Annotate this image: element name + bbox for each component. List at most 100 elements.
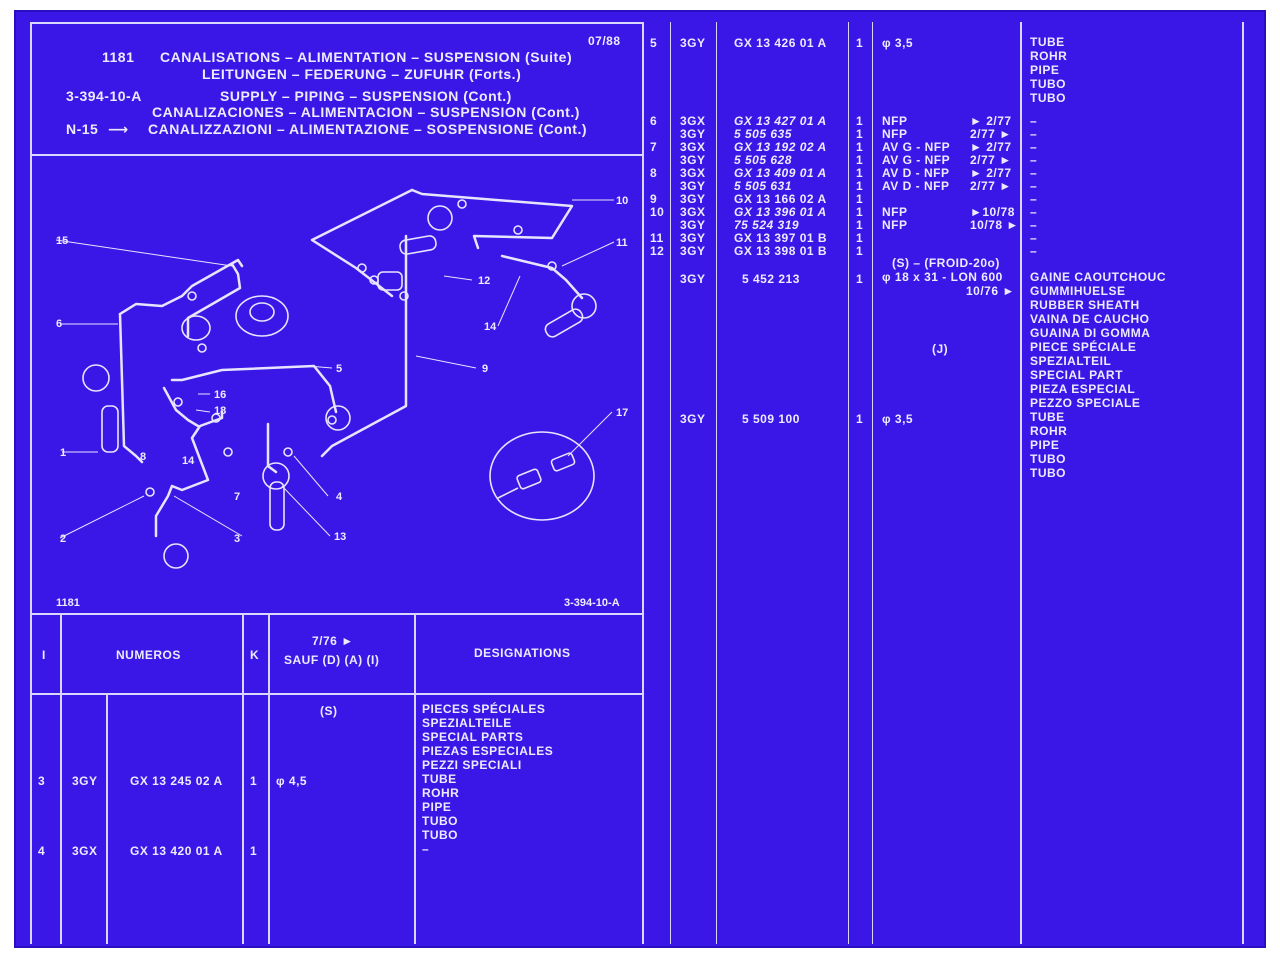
piece-desig-de: SPEZIALTEIL xyxy=(1030,354,1112,368)
item-number: 5 505 628 xyxy=(734,153,792,167)
col-line-e xyxy=(414,613,416,944)
item-prefix: 3GY xyxy=(680,218,706,232)
pieces-it: PEZZI SPECIALI xyxy=(422,758,522,772)
parts-sheet: 1181 CANALISATIONS – ALIMENTATION – SUSP… xyxy=(14,10,1266,948)
row4-index: 4 xyxy=(38,844,46,858)
gaine-spec: φ 18 x 31 - LON 600 xyxy=(882,270,1003,284)
ref-code: 3-394-10-A xyxy=(66,88,142,104)
last-desig-fr: TUBE xyxy=(1030,410,1065,424)
cylinder-top xyxy=(399,235,437,255)
callout-9: 9 xyxy=(482,363,488,375)
sphere-bottom xyxy=(163,543,189,569)
item-qty: 1 xyxy=(856,218,864,232)
item-prefix: 3GX xyxy=(680,114,706,128)
row5-desig-it: TUBO xyxy=(1030,91,1066,105)
item-desig: – xyxy=(1030,166,1038,180)
item-date: ► 2/77 xyxy=(970,114,1012,128)
item-date: 10/78 ► xyxy=(970,218,1019,232)
valve-body xyxy=(181,315,211,341)
item-date: 2/77 ► xyxy=(970,179,1012,193)
header-divider xyxy=(30,154,642,156)
item-number: GX 13 192 02 A xyxy=(734,140,827,154)
item-note: AV D - NFP xyxy=(882,166,950,180)
gaine-s-note: (S) – (FROID-20o) xyxy=(892,256,1000,270)
gaine-date: 10/76 ► xyxy=(966,284,1015,298)
cylinder-right xyxy=(544,308,584,338)
col-date-header: 7/76 ► xyxy=(312,634,354,648)
item-note: NFP xyxy=(882,205,908,219)
item-note: NFP xyxy=(882,218,908,232)
item-qty: 1 xyxy=(856,153,864,167)
sphere-mid xyxy=(325,405,351,431)
gaine-qty: 1 xyxy=(856,272,864,286)
right-col-line-2 xyxy=(716,22,717,944)
title-it: CANALIZZAZIONI – ALIMENTAZIONE – SOSPENS… xyxy=(148,121,587,137)
callout-17: 17 xyxy=(616,407,628,419)
sphere-top-right xyxy=(427,205,453,231)
item-number: 5 505 631 xyxy=(734,179,792,193)
sphere-left xyxy=(82,364,110,392)
tube-en: PIPE xyxy=(422,800,452,814)
right-col-line-3 xyxy=(848,22,849,944)
callout-11: 11 xyxy=(616,237,628,249)
row3-number: GX 13 245 02 A xyxy=(130,774,223,788)
item-desig: – xyxy=(1030,192,1038,206)
col-designations-header: DESIGNATIONS xyxy=(474,646,571,660)
left-panel-left-border xyxy=(30,22,32,944)
pipe-5 xyxy=(170,364,338,414)
pipe-short-8 xyxy=(162,386,200,428)
item-date: ►10/78 xyxy=(970,205,1015,219)
item-desig: – xyxy=(1030,140,1038,154)
j-marker: (J) xyxy=(932,342,949,356)
last-spec: φ 3,5 xyxy=(882,412,914,426)
item-prefix: 3GY xyxy=(680,127,706,141)
diagram-bottom-divider xyxy=(30,613,642,615)
col-index-header: I xyxy=(42,648,46,662)
gaine-desig-es: VAINA DE CAUCHO xyxy=(1030,312,1150,326)
callout-15: 16 xyxy=(214,389,226,401)
detail-17-union xyxy=(516,468,542,490)
regulator xyxy=(235,295,289,337)
sub-code: N-15 xyxy=(66,121,99,137)
item-desig: – xyxy=(1030,231,1038,245)
item-index: 6 xyxy=(650,114,658,128)
left-panel-top-border xyxy=(30,22,642,24)
item-number: GX 13 427 01 A xyxy=(734,114,827,128)
piece-desig-en: SPECIAL PART xyxy=(1030,368,1123,382)
tube-es: TUBO xyxy=(422,814,458,828)
item-note: AV D - NFP xyxy=(882,179,950,193)
gaine-number: 5 452 213 xyxy=(742,272,800,286)
table-header-divider xyxy=(30,693,642,695)
callout-3: 3 xyxy=(234,533,240,545)
gaine-desig-it: GUAINA DI GOMMA xyxy=(1030,326,1151,340)
item-qty: 1 xyxy=(856,114,864,128)
item-qty: 1 xyxy=(856,127,864,141)
callout-5: 5 xyxy=(336,363,342,375)
col-line-b xyxy=(106,693,108,944)
callout-12: 12 xyxy=(478,275,490,287)
last-qty: 1 xyxy=(856,412,864,426)
page-code: 1181 xyxy=(102,49,135,65)
row5-desig-de: ROHR xyxy=(1030,49,1068,63)
date-stamp: 07/88 xyxy=(588,34,621,48)
item-date: ► 2/77 xyxy=(970,140,1012,154)
item-desig: – xyxy=(1030,153,1038,167)
tube-it: TUBO xyxy=(422,828,458,842)
callout-7: 7 xyxy=(234,491,240,503)
row3-spec: φ 4,5 xyxy=(276,774,308,788)
row5-qty: 1 xyxy=(856,36,864,50)
last-number: 5 509 100 xyxy=(742,412,800,426)
pieces-en: SPECIAL PARTS xyxy=(422,730,524,744)
row5-spec: φ 3,5 xyxy=(882,36,914,50)
row5-index: 5 xyxy=(650,36,658,50)
item-desig: – xyxy=(1030,218,1038,232)
right-col-line-1 xyxy=(670,22,671,944)
item-number: GX 13 166 02 A xyxy=(734,192,827,206)
item-index: 8 xyxy=(650,166,658,180)
